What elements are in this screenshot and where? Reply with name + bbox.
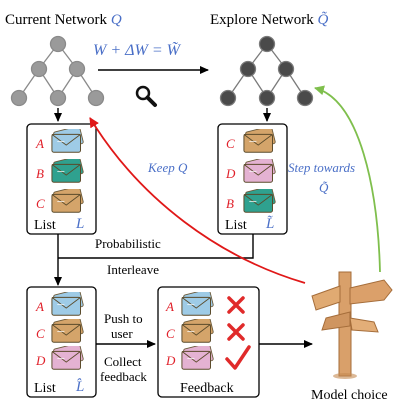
network-node [87, 89, 105, 107]
network-node [219, 89, 237, 107]
collect-label-line1: Collect [104, 354, 142, 369]
explore-list-box: C D B List L̃ [217, 123, 288, 235]
explore-network-title: Explore Network Q̃ [210, 11, 328, 28]
network-node [49, 89, 67, 107]
model-choice-label: Model choice [311, 388, 388, 403]
feedback-box: A C D Feedback [157, 286, 260, 398]
feedback-caption: Feedback [180, 381, 234, 396]
list-item-letter: A [35, 299, 44, 314]
signpost-icon [311, 271, 393, 379]
list-item-letter: C [36, 326, 45, 341]
push-label-line1: Push to [104, 311, 143, 326]
list-item-letter: D [165, 353, 176, 368]
keep-current-arrow [89, 117, 306, 284]
network-node [68, 60, 86, 78]
interleaved-list-box: A C D List L̂ [26, 286, 97, 398]
network-node [296, 89, 314, 107]
network-node [277, 60, 295, 78]
list-item-letter: A [165, 299, 174, 314]
interleave-label-line2: Interleave [107, 262, 159, 277]
interleave-connector [54, 234, 254, 286]
magnifier-icon [135, 85, 157, 107]
current-list-box: A B C List L [26, 123, 97, 235]
list-item-letter: C [166, 326, 175, 341]
list-symbol: L̂ [75, 379, 84, 395]
list-item-letter: C [36, 196, 45, 211]
check-icon [225, 345, 251, 370]
list-caption: List [34, 381, 56, 396]
list-item-letter: B [36, 166, 44, 181]
list-item-letter: C [226, 136, 235, 151]
explore-network-graph [219, 35, 314, 107]
push-label-line2: user [111, 326, 133, 341]
interleave-label-line1: Probabilistic [95, 236, 161, 251]
keep-label: Keep Q [147, 160, 188, 175]
step-label-line1: Step towards [288, 160, 355, 175]
list-caption: List [225, 218, 247, 233]
list-symbol: L̃ [265, 216, 274, 232]
list-item-letter: A [35, 136, 44, 151]
collect-label-line2: feedback [100, 369, 147, 384]
network-node [49, 35, 67, 53]
network-node [30, 60, 48, 78]
network-node [258, 35, 276, 53]
network-node [258, 89, 276, 107]
list-symbol: L [75, 216, 84, 232]
current-network-title: Current Network Q [5, 12, 122, 28]
cross-icon [227, 323, 245, 341]
update-equation: W + ΔW = W̃ [93, 41, 182, 59]
current-network-graph [10, 35, 105, 107]
network-node [239, 60, 257, 78]
network-node [10, 89, 28, 107]
step-label-line2: Q̃ [319, 180, 329, 195]
list-item-letter: D [35, 353, 46, 368]
list-caption: List [34, 218, 56, 233]
cross-icon [227, 296, 245, 314]
list-item-letter: B [226, 196, 234, 211]
step-towards-arrow [314, 85, 381, 273]
list-item-letter: D [225, 166, 236, 181]
